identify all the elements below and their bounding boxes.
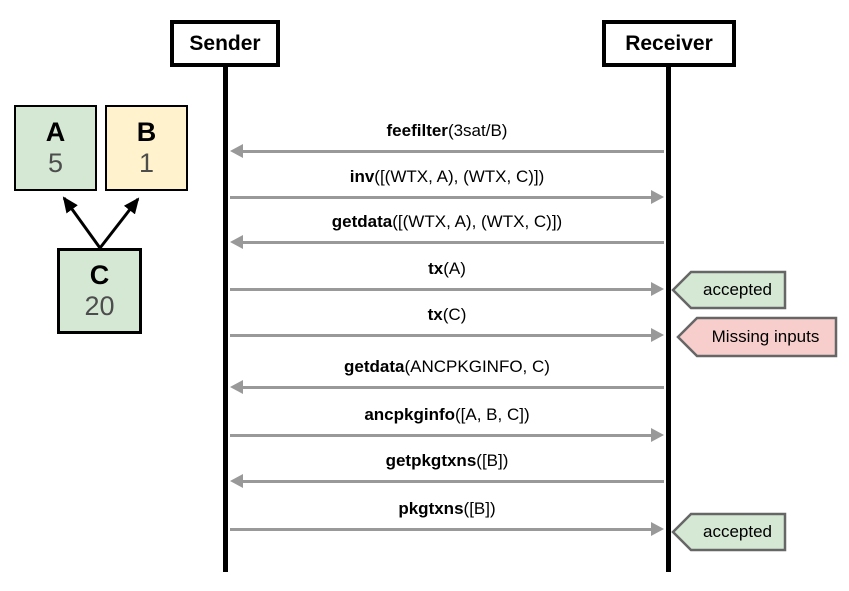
tx-node-feerate: 5: [47, 148, 64, 178]
arrow-to-sender-icon: [230, 235, 664, 250]
arrow-head: [230, 144, 243, 158]
arrow-head: [651, 282, 664, 296]
message-command: tx: [428, 259, 444, 278]
message-command: tx: [427, 305, 443, 324]
annotation-accepted-txA: accepted: [671, 270, 788, 310]
tag-pointer-shape: [671, 270, 787, 310]
arrow-shaft: [241, 241, 664, 244]
message-args: (C): [442, 305, 467, 324]
annotation-label: accepted: [703, 280, 772, 299]
tx-node-label: C: [89, 260, 110, 290]
tx-node-label: B: [136, 117, 157, 147]
message-tx-A: tx(A): [230, 258, 664, 297]
message-args: ([B]): [476, 451, 509, 470]
edge-C-to-A-arrow-icon: [62, 196, 102, 249]
arrow-to-receiver-icon: [230, 282, 664, 297]
message-args: (ANCPKGINFO, C): [404, 357, 550, 376]
message-label: ancpkginfo([A, B, C]): [230, 404, 664, 426]
message-feefilter: feefilter(3sat/B): [230, 120, 664, 159]
receiver-lifeline: [666, 66, 671, 572]
message-args: ([B]): [463, 499, 496, 518]
message-ancpkginfo: ancpkginfo([A, B, C]): [230, 404, 664, 443]
message-label: getdata(ANCPKGINFO, C): [230, 356, 664, 378]
annotation-accepted-pkgtxns: accepted: [671, 512, 788, 552]
arrow-head: [230, 474, 243, 488]
arrow-to-receiver-icon: [230, 428, 664, 443]
tx-node-A: A 5: [14, 105, 97, 191]
tag-pointer-shape: [676, 316, 838, 358]
sender-label: Sender: [189, 31, 261, 55]
arrow-shaft: [230, 288, 653, 291]
arrow-shaft: [241, 150, 664, 153]
message-args: ([(WTX, A), (WTX, C)]): [392, 212, 563, 231]
message-inv: inv([(WTX, A), (WTX, C)]): [230, 166, 664, 205]
arrow-shaft: [241, 386, 664, 389]
arrow-head: [651, 428, 664, 442]
message-label: getdata([(WTX, A), (WTX, C)]): [230, 211, 664, 233]
tx-node-B: B 1: [105, 105, 188, 191]
message-getpkgtxns: getpkgtxns([B]): [230, 450, 664, 489]
message-label: inv([(WTX, A), (WTX, C)]): [230, 166, 664, 188]
message-command: getdata: [344, 357, 405, 376]
message-label: feefilter(3sat/B): [230, 120, 664, 142]
arrow-to-receiver-icon: [230, 190, 664, 205]
tx-node-feerate: 20: [84, 291, 115, 321]
message-command: pkgtxns: [398, 499, 464, 518]
arrow-to-receiver-icon: [230, 328, 664, 343]
annotation-label: Missing inputs: [711, 327, 820, 346]
arrow-head: [651, 190, 664, 204]
message-label: tx(A): [230, 258, 664, 280]
message-tx-C: tx(C): [230, 304, 664, 343]
arrow-shaft: [230, 334, 653, 337]
annotation-label: accepted: [703, 522, 772, 541]
arrow-head: [230, 380, 243, 394]
message-label: tx(C): [230, 304, 664, 326]
edge-C-to-B-arrow-icon: [98, 197, 140, 249]
sender-lifeline: [223, 66, 228, 572]
message-label: pkgtxns([B]): [230, 498, 664, 520]
tx-node-label: A: [45, 117, 66, 147]
message-getdata-ancpkginfo: getdata(ANCPKGINFO, C): [230, 356, 664, 395]
arrow-head: [230, 235, 243, 249]
message-args: ([A, B, C]): [455, 405, 530, 424]
arrow-shaft: [230, 434, 653, 437]
message-command: ancpkginfo: [364, 405, 456, 424]
message-command: feefilter: [386, 121, 448, 140]
message-args: (3sat/B): [447, 121, 508, 140]
message-pkgtxns: pkgtxns([B]): [230, 498, 664, 537]
message-args: (A): [443, 259, 466, 278]
message-command: getpkgtxns: [385, 451, 477, 470]
arrow-head: [651, 522, 664, 536]
arrow-to-sender-icon: [230, 144, 664, 159]
arrow-shaft: [230, 196, 653, 199]
message-getdata-wtx: getdata([(WTX, A), (WTX, C)]): [230, 211, 664, 250]
arrow-shaft: [241, 480, 664, 483]
message-args: ([(WTX, A), (WTX, C)]): [374, 167, 545, 186]
arrow-shaft: [230, 528, 653, 531]
tx-node-feerate: 1: [138, 148, 155, 178]
sender-box: Sender: [170, 20, 280, 67]
tag-pointer-shape: [671, 512, 787, 552]
message-command: inv: [349, 167, 375, 186]
tx-graph-edges: [62, 196, 140, 249]
arrow-to-sender-icon: [230, 474, 664, 489]
arrow-head: [651, 328, 664, 342]
tx-node-C: C 20: [57, 248, 142, 334]
message-command: getdata: [331, 212, 393, 231]
receiver-box: Receiver: [602, 20, 736, 67]
annotation-missing-inputs: Missing inputs: [676, 316, 839, 358]
receiver-label: Receiver: [625, 31, 713, 55]
arrow-to-receiver-icon: [230, 522, 664, 537]
message-label: getpkgtxns([B]): [230, 450, 664, 472]
arrow-to-sender-icon: [230, 380, 664, 395]
